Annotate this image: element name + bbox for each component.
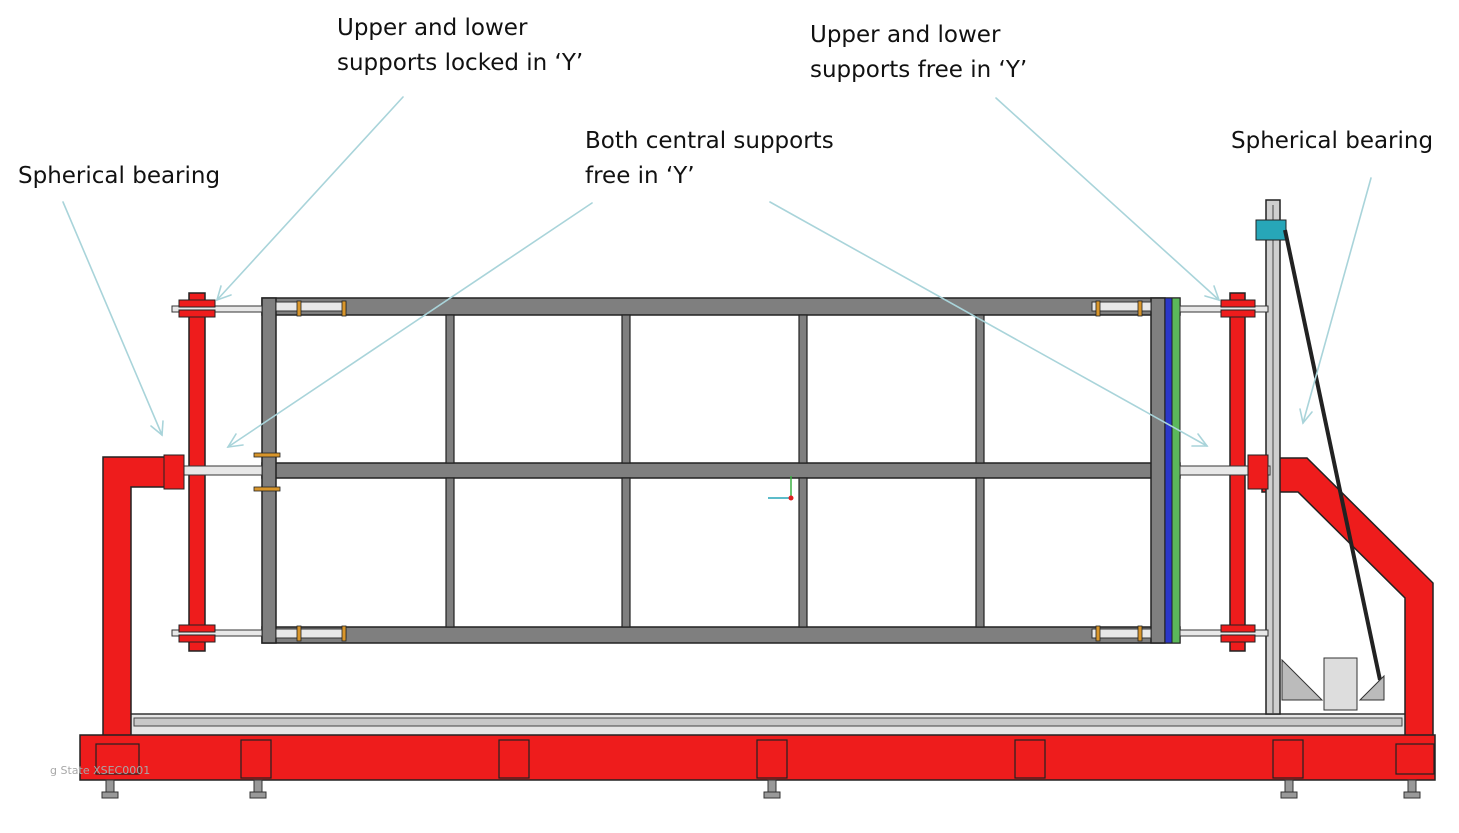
support-rods (171, 301, 1271, 639)
frame-right-post (1150, 297, 1166, 644)
label-supports-free-line1: Upper and lower (810, 22, 1001, 48)
base-pad-2 (240, 739, 272, 779)
label-supports-free: Upper and lower supports free in ‘Y’ (810, 18, 1027, 88)
base-pad-7 (1395, 743, 1435, 775)
frame-left-post (261, 297, 277, 644)
label-spherical-bearing-left-text: Spherical bearing (18, 163, 221, 189)
label-central-supports: Both central supports free in ‘Y’ (585, 124, 834, 194)
red-frame-left (102, 456, 169, 737)
label-spherical-bearing-left: Spherical bearing (18, 159, 220, 194)
frame-stripe-green (1171, 297, 1181, 644)
label-spherical-bearing-right: Spherical bearing (1231, 124, 1433, 159)
feet (101, 779, 1421, 799)
label-spherical-bearing-right-text: Spherical bearing (1231, 128, 1434, 154)
label-central-supports-line2: free in ‘Y’ (585, 163, 695, 189)
frame-stripe-blue (1164, 297, 1173, 644)
frame-middle-beam (261, 462, 1181, 479)
mast-box (1323, 657, 1358, 711)
frame-inner-posts (445, 314, 985, 628)
base-rail-slot (133, 717, 1403, 727)
mast-support-plate-2 (1358, 674, 1385, 701)
base-pad-5 (1014, 739, 1046, 779)
mast-cable (1283, 229, 1382, 681)
leader-lines (62, 96, 1372, 449)
mast-head (1255, 219, 1287, 241)
post-flanges (163, 299, 1269, 643)
label-central-supports-line1: Both central supports (585, 128, 834, 154)
label-supports-locked-line1: Upper and lower (337, 15, 528, 41)
orange-brackets (253, 300, 1143, 642)
label-supports-locked-line2: supports locked in ‘Y’ (337, 50, 584, 76)
base-pad-4 (756, 739, 788, 779)
frame-bottom-beam (261, 626, 1181, 644)
base-pad-1 (95, 743, 140, 775)
mast-support-plate (1281, 658, 1324, 701)
axis-marker (768, 476, 794, 501)
label-supports-free-line2: supports free in ‘Y’ (810, 57, 1028, 83)
base-pad-6 (1272, 739, 1304, 779)
frame-top-beam (261, 297, 1181, 316)
label-supports-locked: Upper and lower supports locked in ‘Y’ (337, 11, 583, 81)
base-pad-3 (498, 739, 530, 779)
drawing-state-text: g State XSEC0001 (50, 764, 151, 777)
